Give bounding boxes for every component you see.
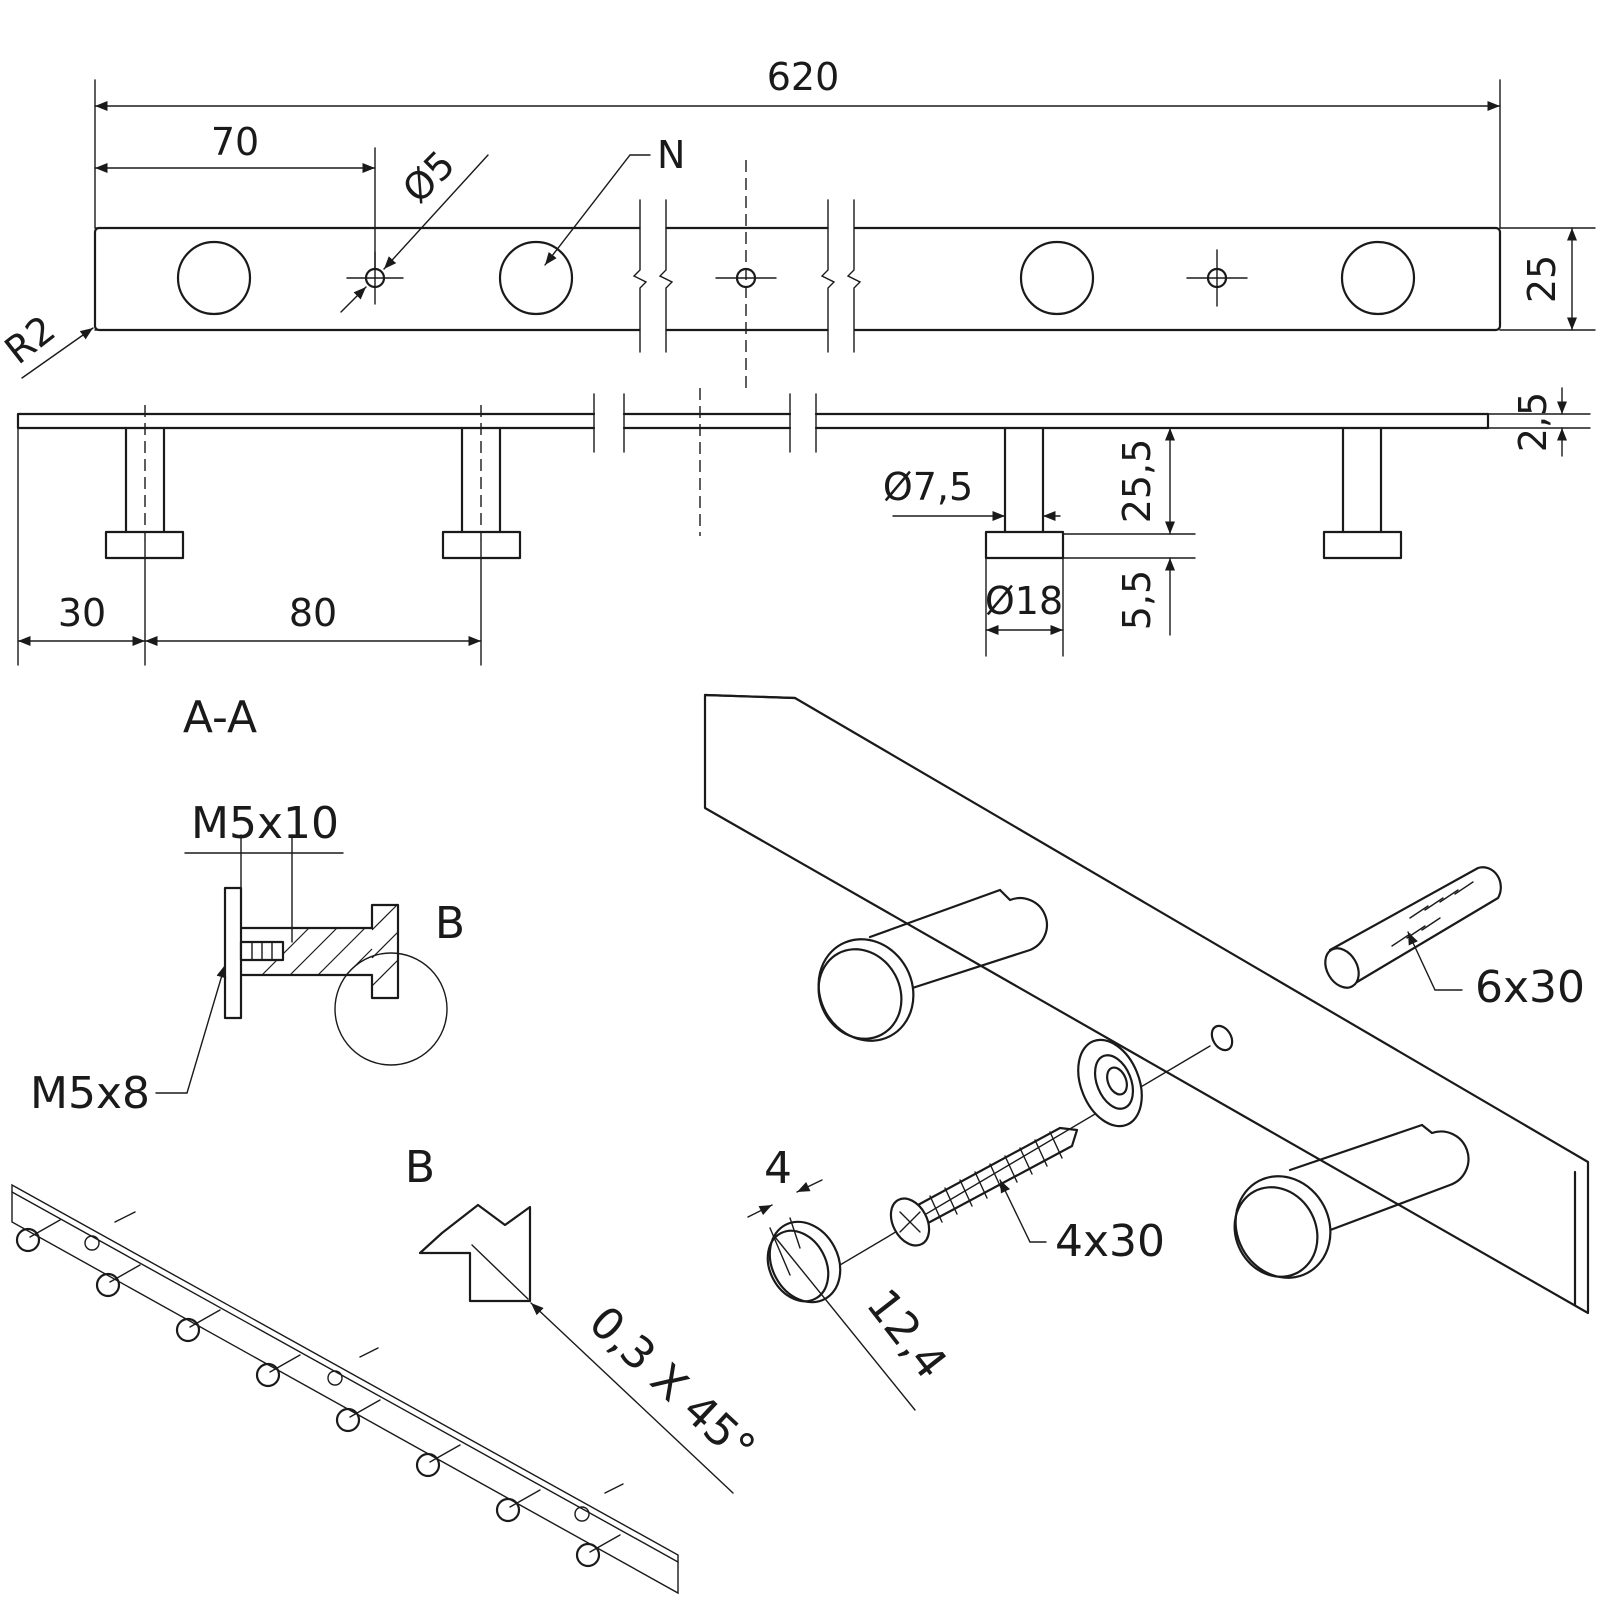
dim-hole-diameter: Ø5 — [394, 142, 463, 211]
plate-outline — [93, 226, 1502, 332]
detail-circle — [334, 952, 448, 1066]
break-line — [632, 199, 648, 353]
leader-line — [544, 154, 651, 266]
hook-iso — [575, 1534, 621, 1568]
hook-iso — [335, 1399, 381, 1433]
dowel-iso — [604, 1483, 624, 1494]
plate-section — [223, 886, 243, 1020]
detail-label: B — [435, 898, 465, 949]
chamfer-label: B — [405, 1142, 435, 1193]
leader-line — [340, 286, 367, 313]
dowel-iso-large — [1324, 866, 1502, 989]
hook-iso — [15, 1219, 61, 1253]
dim-plate-height: 25 — [1520, 255, 1564, 303]
screw-iso — [889, 1126, 1079, 1247]
break-line — [846, 199, 862, 353]
detail-screw-spec: M5x8 — [30, 1068, 150, 1119]
hook-side — [1322, 426, 1403, 560]
rail-iso — [11, 1183, 679, 1595]
dim-plate-thickness: 2,5 — [1511, 392, 1555, 452]
note-marker: N — [657, 133, 685, 177]
cap-diameter: 12,4 — [856, 1280, 957, 1389]
section-label: A-A — [183, 692, 257, 743]
plate-section — [16, 412, 596, 430]
hook-iso-large — [817, 888, 1048, 1042]
dim-stem-diameter: Ø7,5 — [883, 465, 973, 509]
dowel-spec: 6x30 — [1475, 962, 1585, 1013]
dowel-iso — [359, 1347, 379, 1358]
hook-iso-large — [1233, 1123, 1470, 1279]
chamfer-profile — [418, 1203, 532, 1303]
dim-stem-length: 25,5 — [1115, 439, 1159, 524]
hook-iso — [415, 1444, 461, 1478]
section-view: 30 80 Ø7,5 Ø18 25,5 5,5 2,5 A-A — [16, 387, 1591, 743]
leader-line — [999, 1179, 1047, 1243]
dowel-iso — [114, 1211, 136, 1223]
top-view: 620 70 Ø5 N 25 R2 — [0, 55, 1596, 390]
mounting-hole — [1186, 249, 1248, 307]
mount-detail: M5x10 M5x8 B — [30, 798, 465, 1119]
hook-side — [441, 405, 522, 560]
cap-iso — [327, 1370, 343, 1386]
hook-side — [984, 426, 1065, 560]
leader-line — [1407, 931, 1463, 991]
break-line — [820, 199, 836, 353]
isometric-overview — [11, 1183, 679, 1595]
leader-line — [383, 154, 489, 270]
leader-line — [530, 1302, 734, 1494]
cap-thickness: 4 — [764, 1143, 792, 1194]
wall-hole — [1210, 1024, 1234, 1052]
break-line — [658, 199, 674, 353]
leader-line — [155, 964, 227, 1094]
hook-side — [104, 405, 185, 560]
cap-iso-large — [766, 1220, 842, 1304]
dim-corner-radius: R2 — [0, 307, 63, 373]
hook-hole — [176, 240, 252, 316]
dim-edge-to-hook: 30 — [58, 591, 106, 635]
leader-line — [21, 327, 94, 379]
dim-head-thickness: 5,5 — [1115, 570, 1159, 630]
dim-first-hole-offset: 70 — [211, 120, 259, 164]
assembly-axis — [817, 1045, 1211, 1279]
exploded-view: 6x30 4x30 4 12,4 — [703, 693, 1590, 1411]
washer-iso — [1077, 1038, 1143, 1128]
hook-hole — [1340, 240, 1416, 316]
hook-iso — [255, 1354, 301, 1388]
screw-spec: 4x30 — [1055, 1216, 1165, 1267]
hook-iso — [95, 1264, 141, 1298]
hook-section — [239, 903, 400, 1000]
cap-iso — [84, 1235, 100, 1251]
dim-overall-length: 620 — [767, 55, 840, 99]
dimension-line — [774, 1236, 916, 1411]
hook-hole — [498, 240, 574, 316]
detail-thread-spec: M5x10 — [191, 798, 339, 849]
dim-head-diameter: Ø18 — [985, 579, 1063, 623]
hook-iso — [495, 1489, 541, 1523]
cap-iso — [574, 1506, 590, 1522]
mounting-hole — [715, 267, 777, 289]
hook-hole — [1019, 240, 1095, 316]
hook-iso — [175, 1309, 221, 1343]
chamfer-spec: 0,3 X 45° — [579, 1296, 764, 1474]
dim-hook-spacing: 80 — [289, 591, 337, 635]
